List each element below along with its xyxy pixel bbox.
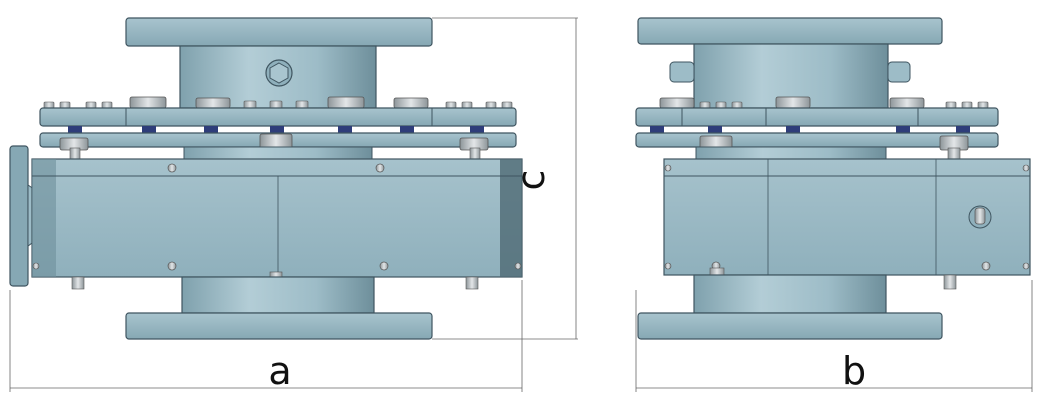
port-right bbox=[887, 61, 911, 83]
screw bbox=[379, 261, 389, 271]
dimension-label-b: b bbox=[842, 349, 866, 393]
side-view bbox=[635, 17, 1031, 340]
screw bbox=[167, 163, 177, 173]
indicator-knob bbox=[968, 205, 992, 229]
top-flange bbox=[125, 17, 433, 47]
spacer-row bbox=[650, 126, 970, 134]
screw bbox=[375, 163, 385, 173]
stud-nuts bbox=[59, 133, 489, 151]
top-flange bbox=[637, 17, 943, 45]
dimension-label-a: a bbox=[268, 349, 291, 393]
dimension-label-c: c bbox=[509, 170, 553, 191]
pressure-port bbox=[265, 59, 293, 87]
screw bbox=[981, 261, 991, 271]
front-view bbox=[9, 17, 523, 340]
bottom-flange bbox=[125, 312, 433, 340]
dimension-lines bbox=[9, 17, 1033, 392]
top-bolt-row bbox=[43, 96, 513, 109]
screw bbox=[167, 261, 177, 271]
port-left bbox=[669, 61, 695, 83]
gearbox-housing bbox=[31, 158, 523, 278]
upper-plate bbox=[635, 107, 999, 127]
lower-cylinder bbox=[181, 276, 375, 314]
lower-cylinder bbox=[693, 274, 887, 314]
spacer-row bbox=[68, 126, 484, 134]
upper-plate bbox=[39, 107, 517, 127]
bottom-flange bbox=[637, 312, 943, 340]
